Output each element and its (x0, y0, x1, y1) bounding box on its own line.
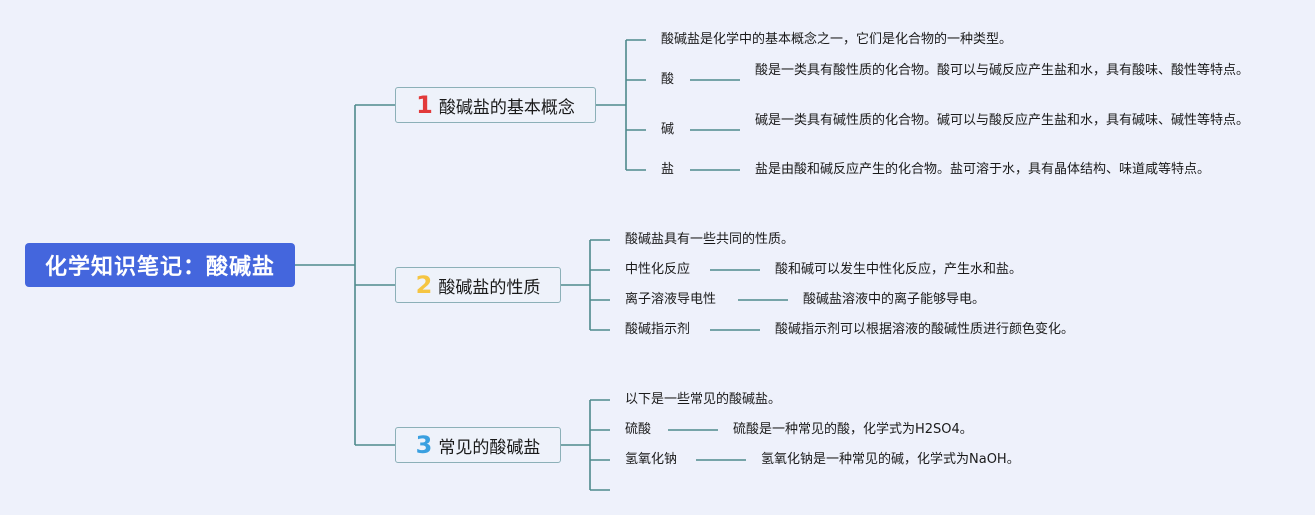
branch-title: 常见的酸碱盐 (438, 437, 541, 458)
term-indicator: 酸碱指示剂 (625, 322, 691, 337)
desc-sulfuric-acid: 硫酸是一种常见的酸，化学式为H2SO4。 (733, 422, 973, 437)
root-topic[interactable]: 化学知识笔记：酸碱盐 (25, 243, 295, 287)
desc-neutralization: 酸和碱可以发生中性化反应，产生水和盐。 (775, 262, 1023, 277)
term-neutralization: 中性化反应 (625, 262, 691, 277)
desc-sodium-hydroxide: 氢氧化钠是一种常见的碱，化学式为NaOH。 (761, 452, 1020, 467)
branch-properties[interactable]: 2 酸碱盐的性质 (395, 267, 561, 303)
desc-acid: 酸是一类具有酸性质的化合物。酸可以与碱反应产生盐和水，具有酸味、酸性等特点。 (755, 63, 1250, 78)
branch-title: 酸碱盐的性质 (438, 277, 541, 298)
desc-salt: 盐是由酸和碱反应产生的化合物。盐可溶于水，具有晶体结构、味道咸等特点。 (755, 162, 1211, 177)
intro-text: 酸碱盐具有一些共同的性质。 (625, 232, 795, 247)
term-base: 碱 (661, 122, 675, 137)
number-badge-1: 1 (416, 91, 433, 119)
intro-text: 以下是一些常见的酸碱盐。 (625, 392, 782, 407)
root-title: 化学知识笔记：酸碱盐 (44, 255, 275, 280)
term-sulfuric-acid: 硫酸 (625, 422, 652, 437)
number-badge-3: 3 (415, 431, 433, 459)
desc-indicator: 酸碱指示剂可以根据溶液的酸碱性质进行颜色变化。 (775, 322, 1075, 337)
term-acid: 酸 (661, 72, 675, 87)
branch-basic-concepts[interactable]: 1 酸碱盐的基本概念 (395, 87, 596, 123)
term-salt: 盐 (661, 162, 675, 177)
term-conductivity: 离子溶液导电性 (625, 292, 717, 307)
branch-title: 酸碱盐的基本概念 (438, 97, 575, 118)
desc-base: 碱是一类具有碱性质的化合物。碱可以与酸反应产生盐和水，具有碱味、碱性等特点。 (755, 113, 1250, 128)
branch-common-examples[interactable]: 3 常见的酸碱盐 (395, 427, 561, 463)
term-sodium-hydroxide: 氢氧化钠 (625, 452, 678, 467)
number-badge-2: 2 (415, 271, 433, 299)
desc-conductivity: 酸碱盐溶液中的离子能够导电。 (803, 292, 986, 307)
intro-text: 酸碱盐是化学中的基本概念之一，它们是化合物的一种类型。 (661, 32, 1013, 47)
